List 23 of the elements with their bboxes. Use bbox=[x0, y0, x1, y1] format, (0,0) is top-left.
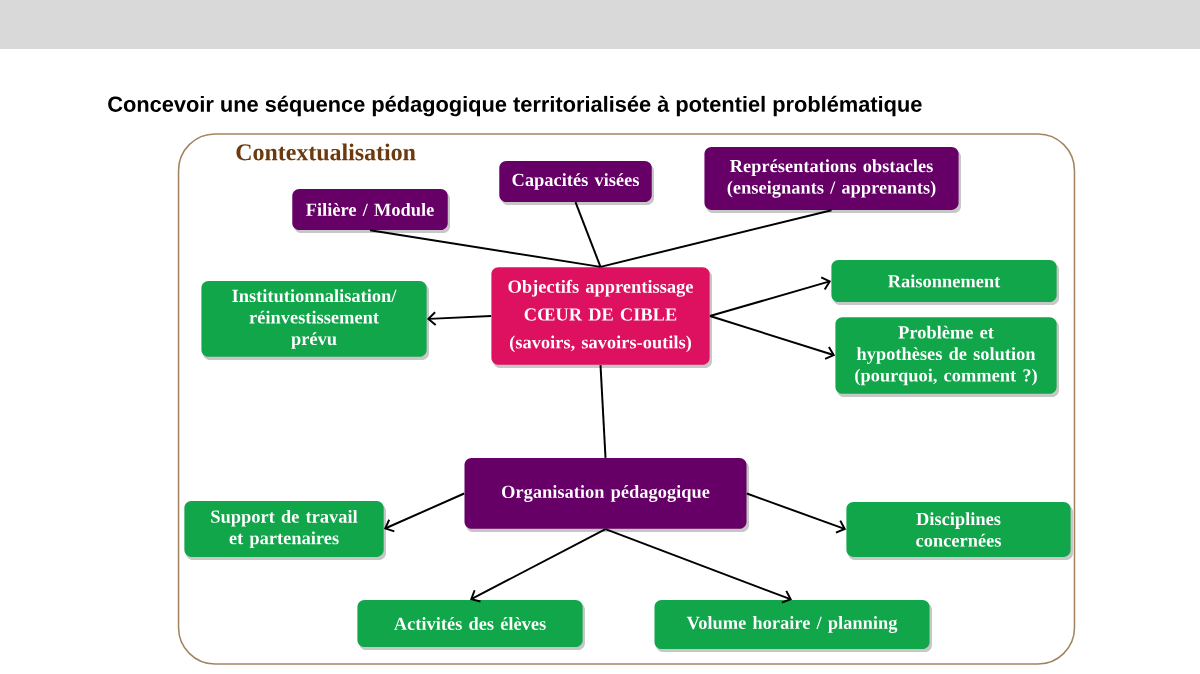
arrow bbox=[383, 492, 466, 533]
arrow bbox=[470, 528, 607, 603]
category-box: Représentations obstacles (enseignants / apprenants) bbox=[704, 147, 961, 213]
item-box: Support de travail et partenaires bbox=[184, 501, 386, 560]
arrow bbox=[745, 492, 847, 534]
connector-line bbox=[599, 364, 607, 459]
arrow bbox=[426, 311, 493, 326]
arrow bbox=[604, 528, 792, 604]
item-box: Problème et hypothèses de solution (pourquoi, comment ?) bbox=[835, 317, 1059, 397]
item-box: Volume horaire / planning bbox=[654, 600, 932, 652]
central-box: Objectifs apprentissage CŒUR DE CIBLE (savoirs, savoirs-outils) bbox=[491, 267, 712, 368]
connector-line bbox=[574, 201, 602, 268]
item-box: Institutionnalisation/ réinvestissement prévu bbox=[201, 281, 429, 360]
item-box: Activités des élèves bbox=[357, 600, 585, 650]
arrow bbox=[708, 315, 836, 360]
item-box: Raisonnement bbox=[831, 260, 1059, 305]
title: Concevoir une séquence pédagogique territorialisée à potentiel problématique bbox=[108, 95, 922, 117]
item-box: Disciplines concernées bbox=[846, 502, 1073, 560]
connector-line bbox=[599, 209, 833, 268]
category-box: Organisation pédagogique bbox=[464, 458, 749, 532]
category-box: Filière / Module bbox=[292, 189, 450, 233]
connector-line bbox=[369, 229, 602, 268]
category-box: Capacités visées bbox=[499, 161, 654, 205]
